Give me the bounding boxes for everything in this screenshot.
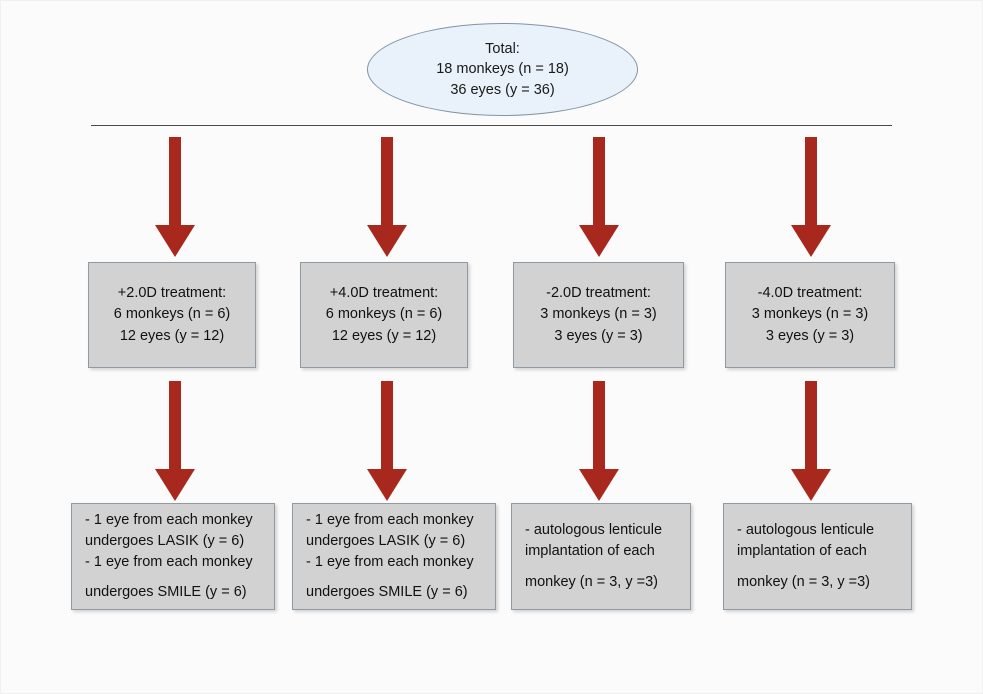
total-node-line-3: 36 eyes (y = 36) [450, 81, 555, 98]
down-arrow-col3-row1 [579, 137, 619, 257]
arrow-head [791, 469, 831, 501]
arrow-head [367, 469, 407, 501]
arrow-shaft [169, 381, 181, 469]
treatment-line-1: +4.0D treatment: [329, 285, 439, 302]
arrow-shaft [593, 381, 605, 469]
procedure-line-1: - autologous lenticule [737, 522, 875, 539]
treatment-line-2: 3 monkeys (n = 3) [751, 306, 869, 323]
distribution-rule [91, 125, 892, 126]
treatment-line-2: 6 monkeys (n = 6) [325, 306, 443, 323]
treatment-line-3: 3 eyes (y = 3) [554, 327, 643, 344]
down-arrow-col1-row1 [155, 137, 195, 257]
arrow-head [155, 225, 195, 257]
procedure-line-3: monkey (n = 3, y =3) [525, 573, 658, 590]
arrow-shaft [593, 137, 605, 225]
total-node-line-1: Total: [485, 40, 520, 57]
treatment-box-plus-4d[interactable]: +4.0D treatment: 6 monkeys (n = 6) 12 ey… [300, 262, 468, 368]
procedure-line-2: undergoes LASIK (y = 6) [306, 532, 466, 549]
procedure-box-minus-4d[interactable]: - autologous lenticule implantation of e… [723, 503, 912, 610]
arrow-head [579, 225, 619, 257]
down-arrow-col4-row1 [791, 137, 831, 257]
procedure-line-3: - 1 eye from each monkey [306, 554, 474, 570]
treatment-line-3: 3 eyes (y = 3) [765, 327, 855, 344]
treatment-line-3: 12 eyes (y = 12) [119, 327, 225, 344]
arrow-head [791, 225, 831, 257]
total-node: Total: 18 monkeys (n = 18) 36 eyes (y = … [367, 23, 638, 116]
down-arrow-col3-row2 [579, 381, 619, 501]
procedure-line-2: undergoes LASIK (y = 6) [85, 532, 245, 549]
down-arrow-col2-row2 [367, 381, 407, 501]
treatment-box-minus-2d[interactable]: -2.0D treatment: 3 monkeys (n = 3) 3 eye… [513, 262, 684, 368]
procedure-line-1: - 1 eye from each monkey [306, 511, 474, 528]
treatment-line-1: -4.0D treatment: [757, 285, 863, 302]
arrow-head [155, 469, 195, 501]
procedure-line-3: - 1 eye from each monkey [85, 554, 253, 570]
total-node-line-2: 18 monkeys (n = 18) [436, 61, 569, 78]
procedure-box-plus-4d[interactable]: - 1 eye from each monkey undergoes LASIK… [292, 503, 496, 610]
treatment-line-2: 3 monkeys (n = 3) [540, 306, 657, 323]
treatment-box-minus-4d[interactable]: -4.0D treatment: 3 monkeys (n = 3) 3 eye… [725, 262, 895, 368]
arrow-shaft [381, 381, 393, 469]
treatment-line-1: +2.0D treatment: [117, 285, 227, 302]
down-arrow-col2-row1 [367, 137, 407, 257]
arrow-head [579, 469, 619, 501]
arrow-shaft [805, 137, 817, 225]
arrow-head [367, 225, 407, 257]
procedure-line-1: - 1 eye from each monkey [85, 511, 253, 528]
procedure-line-2: implantation of each [737, 543, 867, 560]
procedure-line-1: - autologous lenticule [525, 522, 663, 539]
down-arrow-col4-row2 [791, 381, 831, 501]
procedure-line-4: undergoes SMILE (y = 6) [85, 584, 247, 601]
arrow-shaft [805, 381, 817, 469]
treatment-line-2: 6 monkeys (n = 6) [113, 306, 231, 323]
procedure-box-plus-2d[interactable]: - 1 eye from each monkey undergoes LASIK… [71, 503, 275, 610]
treatment-line-1: -2.0D treatment: [546, 285, 651, 302]
arrow-shaft [381, 137, 393, 225]
down-arrow-col1-row2 [155, 381, 195, 501]
treatment-box-plus-2d[interactable]: +2.0D treatment: 6 monkeys (n = 6) 12 ey… [88, 262, 256, 368]
treatment-line-3: 12 eyes (y = 12) [331, 327, 437, 344]
procedure-line-4: undergoes SMILE (y = 6) [306, 584, 468, 601]
procedure-box-minus-2d[interactable]: - autologous lenticule implantation of e… [511, 503, 691, 610]
procedure-line-3: monkey (n = 3, y =3) [737, 573, 870, 590]
arrow-shaft [169, 137, 181, 225]
procedure-line-2: implantation of each [525, 543, 655, 560]
